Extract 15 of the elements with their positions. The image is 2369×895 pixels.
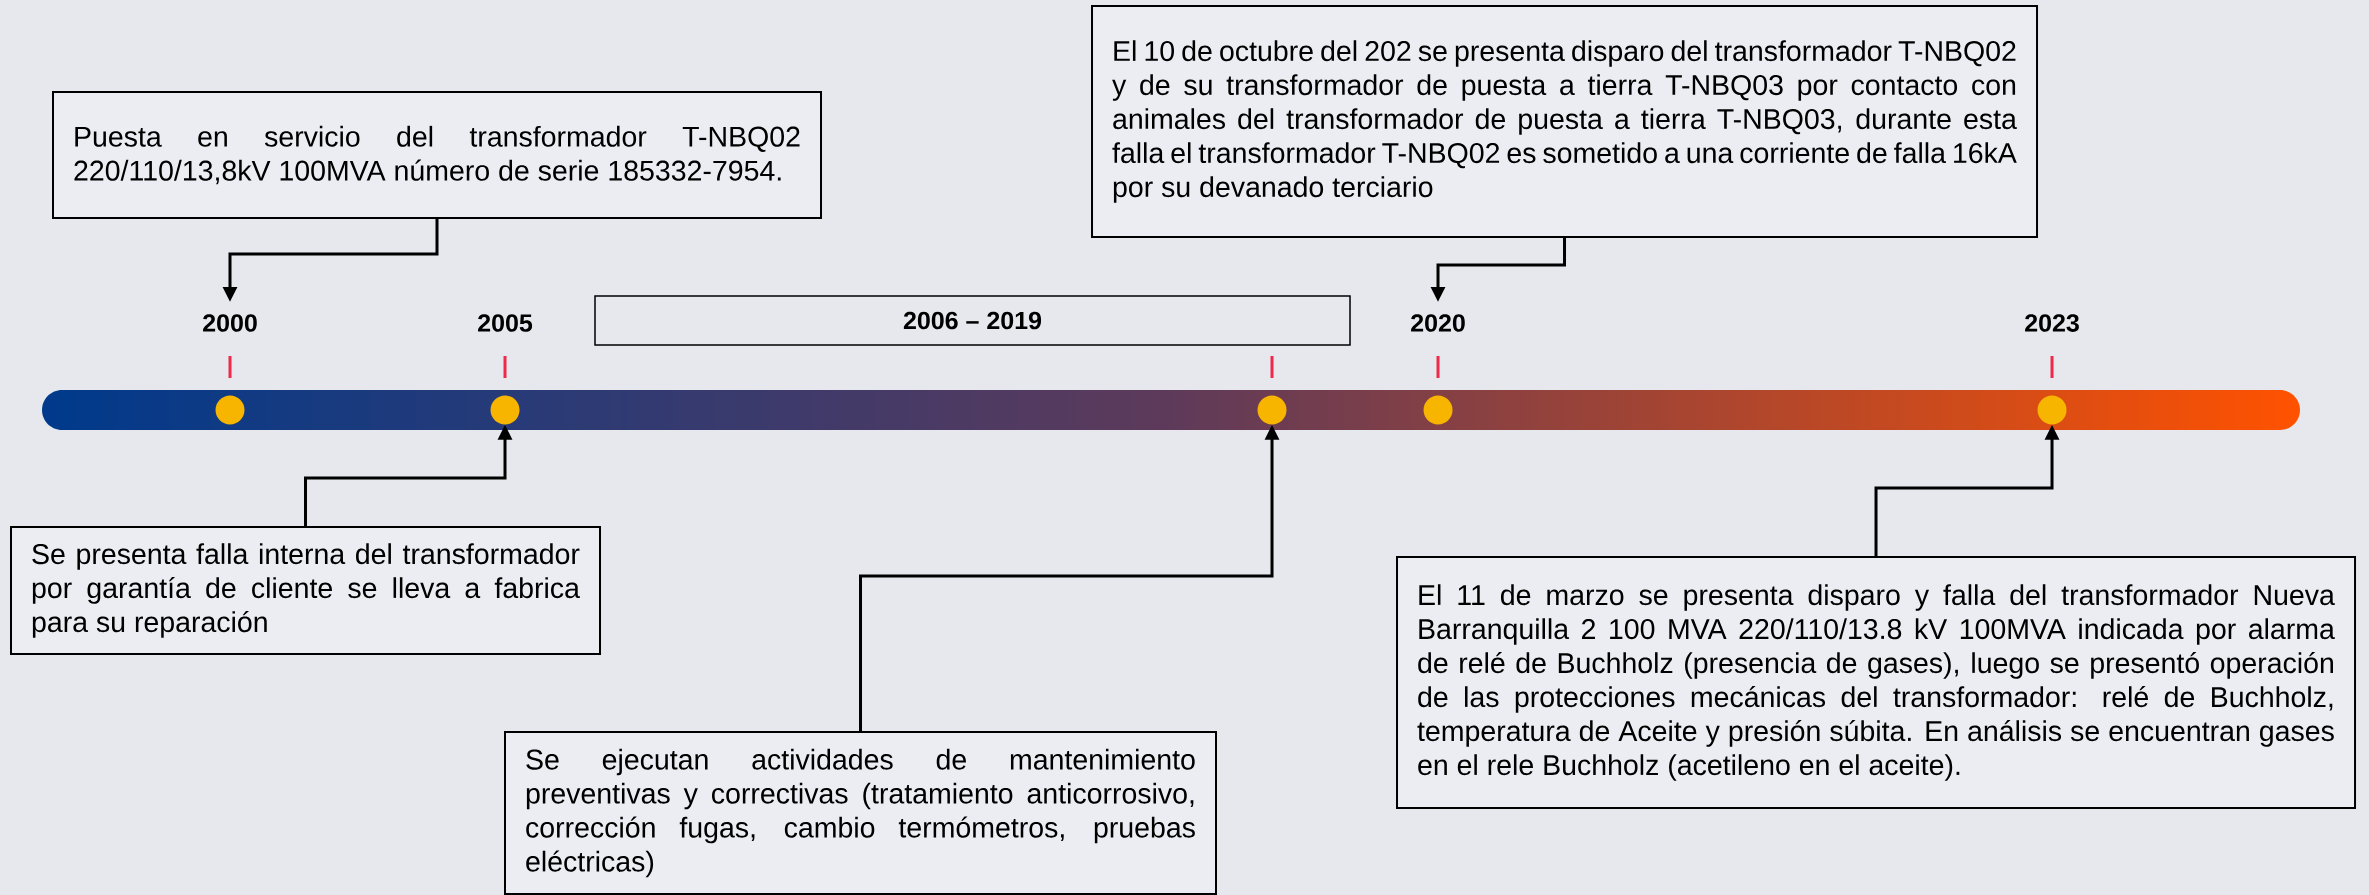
year-label: 2000 (203, 314, 257, 332)
timeline-dot (1257, 395, 1287, 425)
event-box: El 10 de octubre del 202 se presenta disparo del transformador T-NBQ02 y de su transformador de puesta a tierra T-NBQ03 por contacto con animales del transformador de puesta a tierra T-NBQ03, durante esta falla el transformador T-NBQ02 es sometido a una corriente de falla 16kA por su devanado terciario (1091, 5, 2038, 238)
period-box: 2006 – 2019 (594, 295, 1351, 346)
timeline-dot (2037, 395, 2067, 425)
year-label: 2023 (2025, 314, 2079, 332)
timeline-dot (1423, 395, 1453, 425)
event-box: Se presenta falla interna del transformador por garantía de cliente se lleva a fabrica para su reparación (10, 526, 601, 655)
year-label: 2005 (478, 314, 533, 332)
event-box: Se ejecutan actividades de mantenimiento preventivas y correctivas (tratamiento anticorrosivo, corrección fugas, cambio termómetros, pruebas eléctricas) (504, 731, 1217, 895)
event-box: El 11 de marzo se presenta disparo y falla del transformador Nueva Barranquilla 2 100 MVA 220/110/13.8 kV 100MVA indicada por alarma de relé de Buchholz (presencia de gases), luego se presentó operación de las protecciones mecánicas del transformador: relé de Buchholz, temperatura de Aceite y presión súbita. En análisis se encuentran gases en el rele Buchholz (acetileno en el aceite). (1396, 556, 2356, 809)
year-label: 2020 (1411, 314, 1465, 332)
timeline-dot (215, 395, 245, 425)
timeline-dot (490, 395, 520, 425)
event-box: Puesta en servicio del transformador T-NBQ02 220/110/13,8kV 100MVA número de serie 185332-7954. (52, 91, 822, 219)
